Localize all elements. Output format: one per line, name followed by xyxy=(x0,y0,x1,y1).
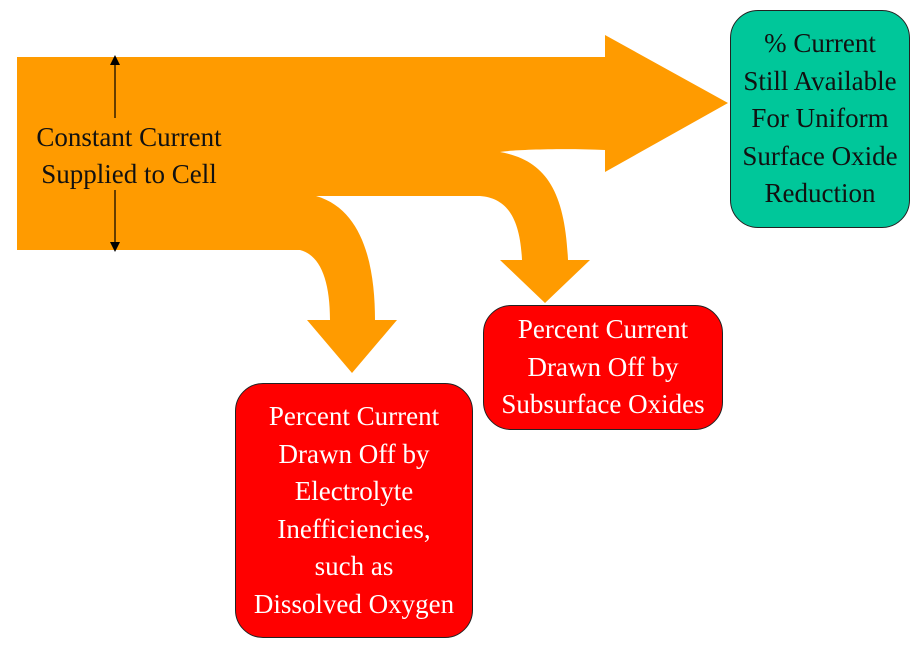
electrolyte-line: Percent Current xyxy=(268,401,440,431)
electrolyte-line: Dissolved Oxygen xyxy=(253,588,455,619)
electrolyte-line: Drawn Off by xyxy=(278,438,430,469)
source-label: Constant Current Supplied to Cell xyxy=(18,119,240,193)
main-current-arrow xyxy=(17,35,728,373)
remaining-line: Reduction xyxy=(764,178,876,209)
remaining-line: Still Available xyxy=(743,65,897,96)
subsurface-oxides-box: Percent Current Drawn Off by Subsurface … xyxy=(483,305,723,430)
subsurface-line: Percent Current xyxy=(517,314,689,345)
electrolyte-line: Electrolyte xyxy=(294,476,414,506)
electrolyte-line: such as xyxy=(314,551,394,581)
remaining-current-box: % Current Still Available For Uniform Su… xyxy=(730,10,910,228)
source-label-line: Constant Current xyxy=(36,122,222,152)
remaining-line: For Uniform xyxy=(751,103,889,134)
remaining-line: Surface Oxide xyxy=(742,140,898,171)
subsurface-line: Drawn Off by xyxy=(527,351,679,382)
electrolyte-line: Inefficiencies, xyxy=(277,513,431,544)
remaining-line: % Current xyxy=(764,28,876,59)
electrolyte-inefficiency-box: Percent Current Drawn Off by Electrolyte… xyxy=(235,383,473,638)
source-label-line: Supplied to Cell xyxy=(41,159,217,189)
subsurface-line: Subsurface Oxides xyxy=(501,389,705,420)
